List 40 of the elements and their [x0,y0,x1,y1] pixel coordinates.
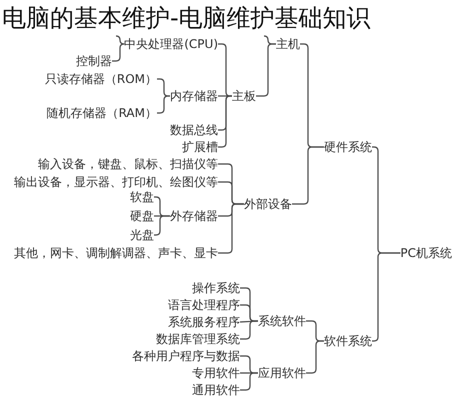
branch-label: 内存储器 [170,89,218,103]
leaf-label: 软盘 [130,190,154,204]
leaf-label: 语言处理程序 [168,298,240,312]
leaf-label: 硬盘 [130,209,154,223]
leaf-label: 专用软件 [192,366,240,380]
leaf-label: 通用软件 [192,383,240,397]
brace-connector [112,43,125,62]
leaf-label: 输入设备，键盘、鼠标、扫描仪等 [38,157,218,171]
branch-label: 软件系统 [324,334,372,348]
brace-connector [240,372,258,391]
leaf-label: 其他，网卡、调制解调器、声卡、显卡 [14,246,218,260]
leaf-label: 系统服务程序 [168,315,240,329]
leaf-label: 扩展槽 [182,140,218,154]
brace-connector [154,215,170,236]
leaf-label: 各种用户程序与数据 [132,349,240,363]
branch-label: 应用软件 [258,366,306,380]
brace-connector [218,95,232,148]
leaf-label: 控制器 [76,54,112,68]
branch-label: 主机 [276,37,300,51]
leaf-label: 只读存储器（ROM） [44,72,157,86]
brace-connector [240,320,258,323]
leaf-label: 随机存储器（RAM） [46,106,157,120]
leaf-label: 操作系统 [192,281,240,295]
brace-connector [115,35,125,45]
brace-connector [157,95,170,114]
leaf-label: 数据总线 [170,123,218,137]
brace-connector [157,78,170,97]
leaf-label: 光盘 [130,228,154,242]
title: 电脑的基本维护-电脑维护基础知识 [2,3,371,33]
brace-connector [292,146,324,205]
branch-label: 硬件系统 [324,140,372,154]
branch-label: 外存储器 [170,209,218,223]
leaf-label: 数据库管理系统 [156,332,240,346]
branch-label: PC机系统 [400,246,452,260]
branch-label: 系统软件 [258,314,306,328]
leaf-label: 输出设备，显示器、打印机、绘图仪等 [14,175,218,189]
branch-label: 中央处理器(CPU) [124,37,218,51]
branch-label: 外部设备 [244,197,292,211]
branch-label: 主板 [232,89,256,103]
brace-connector [240,320,258,340]
